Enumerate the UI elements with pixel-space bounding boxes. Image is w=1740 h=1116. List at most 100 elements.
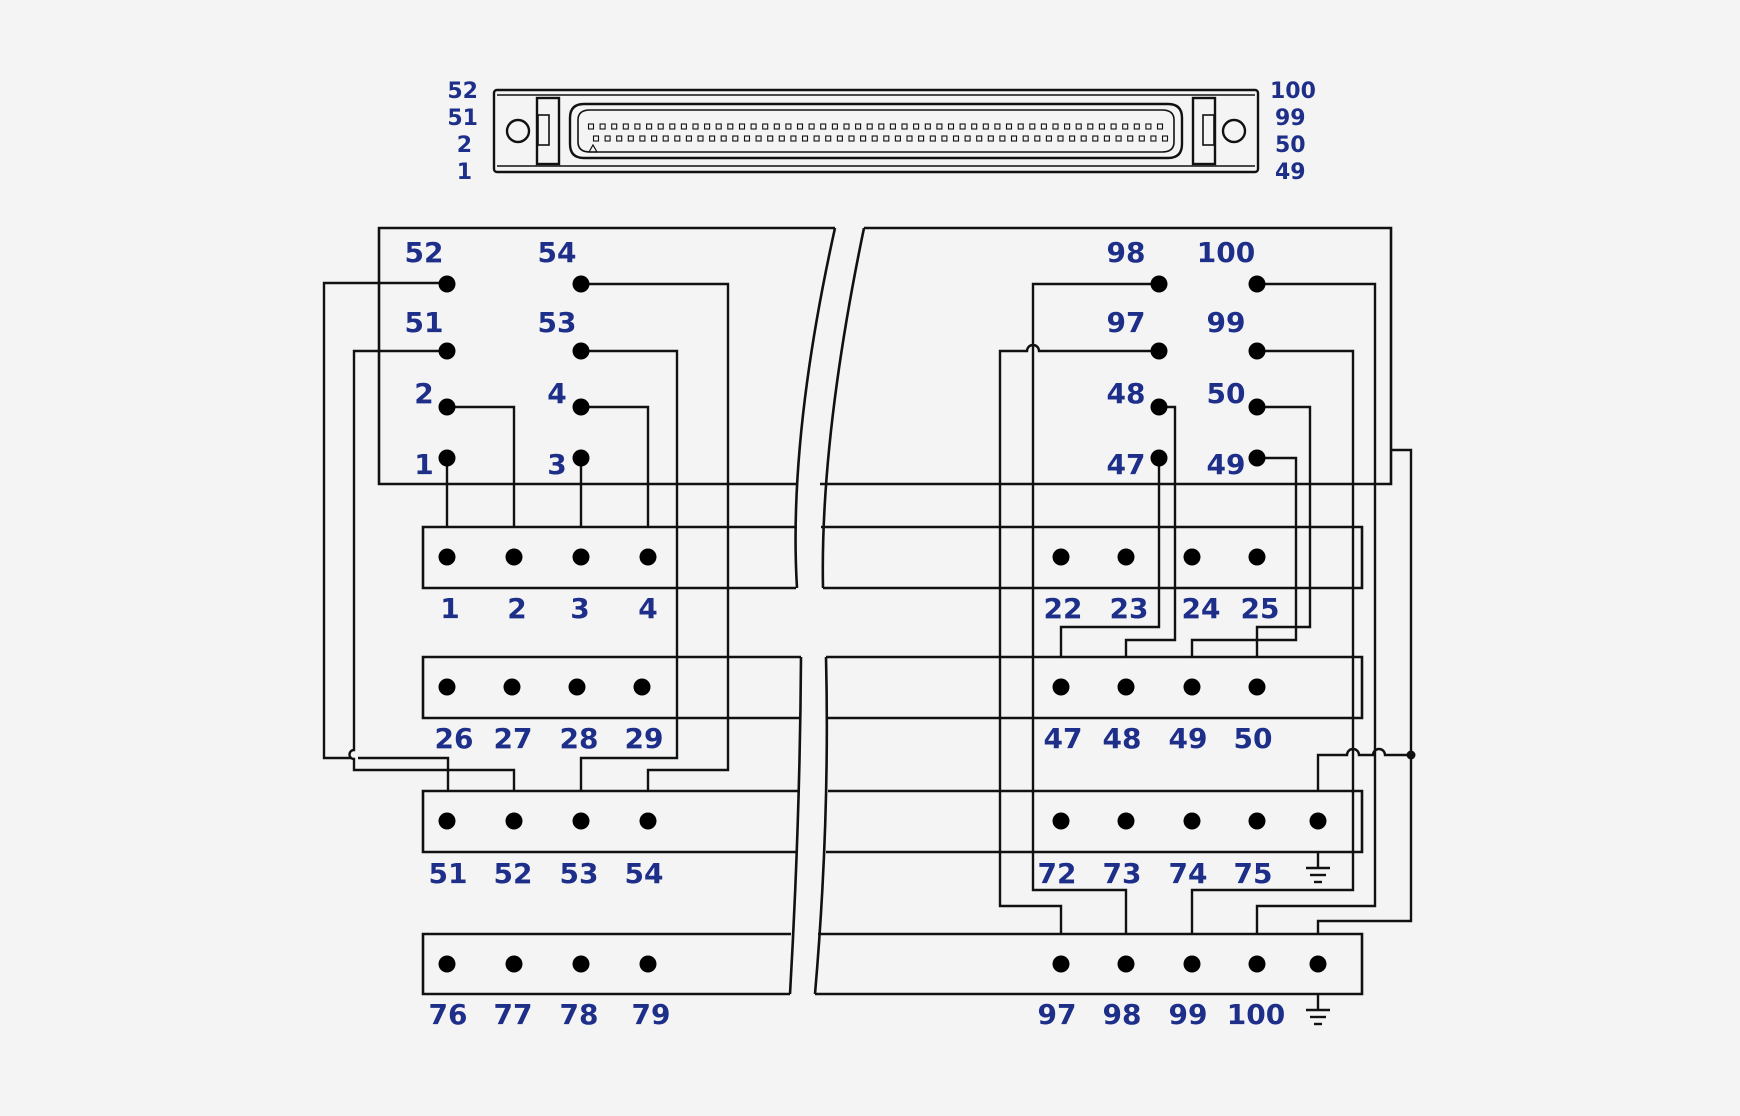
- connector-pin: [825, 135, 832, 142]
- terminal-label: 77: [494, 998, 533, 1031]
- left-screw-group: 52 54 51 53 2 4 1 3: [405, 236, 590, 481]
- screw-terminal-icon: [1117, 678, 1135, 696]
- screw-terminal-icon: [438, 812, 456, 830]
- connector-pin: [1133, 123, 1140, 130]
- screw-label: 52: [405, 236, 444, 269]
- connector-pin: [692, 123, 699, 130]
- screw-label: 4: [547, 377, 566, 410]
- terminal-label: 23: [1110, 592, 1149, 625]
- terminal-label: 1: [440, 592, 459, 625]
- connector-pin: [1022, 135, 1029, 142]
- screw-terminal-icon: [1309, 955, 1327, 973]
- screw-label: 53: [538, 306, 577, 339]
- connector-pin: [662, 135, 669, 142]
- connector-pin: [1057, 135, 1064, 142]
- screw-terminal-icon: [572, 275, 590, 293]
- screw-terminal-icon: [505, 955, 523, 973]
- screw-terminal-icon: [1052, 678, 1070, 696]
- connector-pin: [906, 135, 913, 142]
- connector-pin: [634, 123, 641, 130]
- terminal-label: 100: [1227, 998, 1285, 1031]
- connector-pin: [866, 123, 873, 130]
- screw-terminal-icon: [1248, 678, 1266, 696]
- connector-pin: [604, 135, 611, 142]
- terminal-label: 3: [570, 592, 589, 625]
- terminal-label: 24: [1182, 592, 1221, 625]
- terminal-label: 22: [1044, 592, 1083, 625]
- connector-pin: [674, 135, 681, 142]
- screw-terminal-icon: [568, 678, 586, 696]
- terminal-strip-row1: [421, 525, 1364, 590]
- screw-terminal-icon: [572, 342, 590, 360]
- connector-pin: [1145, 123, 1152, 130]
- screw-terminal-icon: [503, 678, 521, 696]
- connector-pin: [657, 123, 664, 130]
- connector-pin: [1098, 123, 1105, 130]
- terminal-label: 72: [1038, 857, 1077, 890]
- connector-pin: [976, 135, 983, 142]
- terminal-label: 2: [507, 592, 526, 625]
- screw-terminal-icon: [1248, 449, 1266, 467]
- connector-pin: [704, 123, 711, 130]
- connector-pin: [1017, 123, 1024, 130]
- terminal-label: 29: [625, 722, 664, 755]
- connector-pin: [790, 135, 797, 142]
- connector-pin: [1115, 135, 1122, 142]
- screw-terminal-icon: [438, 275, 456, 293]
- terminal-strip-row3: [421, 789, 1364, 854]
- screw-terminal-icon: [1150, 275, 1168, 293]
- terminal-label: 99: [1169, 998, 1208, 1031]
- screw-terminal-icon: [1117, 955, 1135, 973]
- connector-pin: [1110, 123, 1117, 130]
- screw-terminal-icon: [572, 398, 590, 416]
- screw-terminal-icon: [633, 678, 651, 696]
- connector-pin: [889, 123, 896, 130]
- connector-pin: [1052, 123, 1059, 130]
- connector-pin: [1103, 135, 1110, 142]
- connector-pin: [622, 123, 629, 130]
- screw-terminal-icon: [438, 449, 456, 467]
- connector-pin: [773, 123, 780, 130]
- screw-terminal-icon: [1052, 548, 1070, 566]
- terminal-label: 27: [494, 722, 533, 755]
- connector-pin: [755, 135, 762, 142]
- screw-label: 98: [1107, 236, 1146, 269]
- connector-pin: [936, 123, 943, 130]
- screw-terminal-icon: [639, 812, 657, 830]
- right-screw-group: 98 100 97 99 48 50 47 49: [1107, 236, 1266, 481]
- connector-pin: [720, 135, 727, 142]
- terminal-label: 97: [1038, 998, 1077, 1031]
- connector-pin: [743, 135, 751, 142]
- screw-terminal-icon: [639, 955, 657, 973]
- connector-pin: [1092, 135, 1099, 142]
- screw-terminal-icon: [505, 812, 523, 830]
- screw-label: 97: [1107, 306, 1146, 339]
- connector-pin: [924, 123, 931, 130]
- screw-label: 51: [405, 306, 444, 339]
- junction-dot: [1406, 750, 1416, 760]
- terminal-row-3: 51 52 53 54 72 73 74 75: [429, 812, 1330, 890]
- connector-pin: [738, 123, 746, 130]
- connector-pin: [987, 135, 994, 142]
- screw-terminal-icon: [1248, 275, 1266, 293]
- screw-label: 3: [547, 448, 566, 481]
- screw-terminal-icon: [1117, 812, 1135, 830]
- scsi-100-pin-connector-icon: [492, 88, 1260, 174]
- terminal-label: 76: [429, 998, 468, 1031]
- screw-terminal-icon: [572, 812, 590, 830]
- screw-terminal-icon: [1248, 342, 1266, 360]
- connector-pin: [727, 123, 734, 130]
- connector-pin: [848, 135, 855, 142]
- connector-pin: [855, 123, 862, 130]
- screw-label: 50: [1207, 377, 1246, 410]
- connector-pin: [959, 123, 966, 130]
- connector-pin: [1034, 135, 1041, 142]
- connector-pin: [843, 123, 850, 130]
- connector-pin: [1045, 135, 1052, 142]
- connector-pin: [1029, 123, 1036, 130]
- screw-label: 54: [538, 236, 577, 269]
- connector-pin: [709, 135, 716, 142]
- terminal-label: 49: [1169, 722, 1208, 755]
- connector-left-label: 51: [447, 106, 478, 131]
